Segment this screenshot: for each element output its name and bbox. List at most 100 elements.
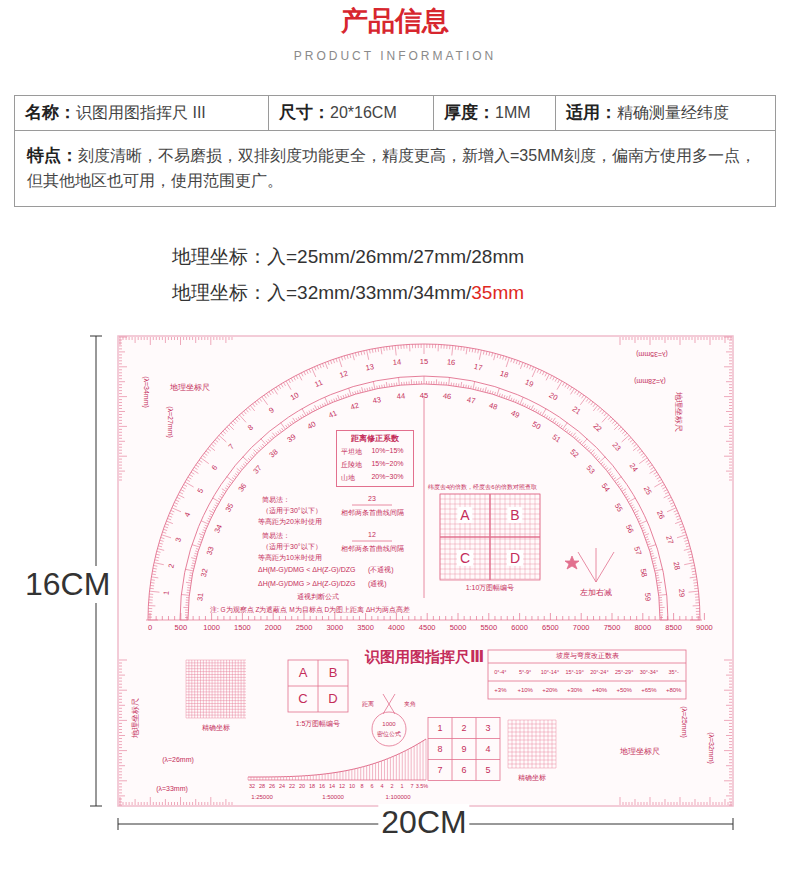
ruler-label: 4 (485, 744, 490, 754)
nine-grid-border (428, 718, 500, 781)
ruler-label: 距离 (362, 701, 374, 708)
scale-number: 8000 (634, 624, 651, 633)
scale-number: 3000 (326, 624, 343, 633)
angle-line (596, 552, 614, 582)
ruler-label: 1:10万图幅编号 (466, 584, 515, 592)
ruler-label: 2 (461, 723, 466, 733)
ruler-label: 12 (368, 531, 376, 539)
ruler-label: C (298, 692, 307, 707)
scale-number: 59 (642, 592, 651, 601)
ruler-label: 夹角 (404, 701, 416, 708)
sheet-number-grid (440, 494, 540, 579)
info-cell: 适用：精确测量经纬度 (555, 95, 776, 131)
angle-line (596, 548, 597, 582)
ruler-label: 24 (279, 783, 285, 789)
ruler-label: 26 (269, 783, 275, 789)
scale-number: 2000 (265, 624, 282, 633)
slope-curve (248, 739, 426, 777)
cell-heading: 名称： (25, 103, 76, 122)
ruler-label: 1000 (382, 721, 395, 728)
scale-number: 29 (676, 588, 685, 597)
ruler-label: 35mm (471, 282, 524, 304)
ruler-label: (λ=26mm) (162, 756, 194, 764)
scale-number: 47 (466, 396, 476, 406)
ruler-label: 6 (370, 783, 373, 789)
scale-number: 9000 (696, 624, 713, 633)
scale-number: 1 (163, 591, 172, 596)
scale-number: 1000 (203, 624, 220, 633)
ruler-label: 地理坐标尺 (620, 747, 660, 756)
ruler-label: 地理坐标尺 (673, 392, 682, 432)
ruler-label: PRODUCT INFORMATION (294, 50, 497, 64)
ruler-label: (λ=25mm) (680, 706, 688, 738)
ruler-label: (通视) (368, 580, 387, 588)
ruler-label: 相邻两条首曲线间隔 (341, 545, 404, 553)
ruler-label: 地理坐标尺 (170, 383, 210, 392)
scale-number: 500 (175, 624, 188, 633)
scale-number: 7000 (573, 624, 590, 633)
corner-scale (119, 337, 127, 480)
ruler-label: 等高距为10米时使用 (258, 554, 322, 562)
scale-number: 31 (196, 592, 205, 601)
ruler-label: 5°-9° (519, 669, 531, 675)
cell-heading: 适用： (566, 103, 617, 122)
cross-line (383, 694, 395, 714)
cell-heading: 距离修正系数 (341, 434, 409, 444)
ruler-label: 3.5% (416, 783, 429, 789)
scale-number: 5000 (450, 624, 467, 633)
slope-table-line (488, 681, 686, 682)
corner-scale (620, 337, 731, 345)
ruler-label: 地理坐标：入=32mm/33mm/34mm/ (172, 282, 471, 304)
ruler-label: 精确坐标 (518, 774, 546, 782)
cell-text: 20%~30% (371, 473, 409, 483)
ruler-label: +50% (616, 687, 632, 694)
ruler-label: (λ=35mm) (636, 350, 668, 358)
slope-table-border (488, 650, 686, 699)
ruler-label: 25°-29° (615, 669, 633, 675)
ruler-label: D (507, 550, 523, 566)
ruler-label: 20CM (378, 804, 469, 841)
cell-text: 1MM (495, 104, 531, 121)
scale-number: 45 (420, 392, 428, 401)
corner-scale (120, 337, 232, 345)
slope-curve-lines (248, 739, 426, 780)
sheet-box (288, 660, 348, 712)
ruler-body (118, 336, 733, 806)
ruler-label: 12 (339, 783, 345, 789)
map-grid-border (440, 494, 540, 580)
ruler-label: 28 (259, 783, 265, 789)
ruler-label: 10 (349, 783, 355, 789)
width-end (733, 818, 734, 830)
cell-text: 精确测量经纬度 (617, 104, 729, 121)
ruler-label: 22 (289, 783, 295, 789)
cell-heading: 厚度： (444, 103, 495, 122)
ruler-label: 地理坐标尺 (131, 698, 140, 738)
cell-heading: 尺寸： (279, 103, 330, 122)
ruler-label: +80% (666, 687, 682, 694)
ruler-label: 16CM (22, 566, 113, 603)
fine-coordinate-grid (186, 660, 246, 718)
page-title: 产品信息 (341, 6, 449, 37)
nine-grid-line (476, 718, 477, 781)
small-coordinate-grid (508, 720, 556, 768)
ruler-label: 2 (390, 783, 393, 789)
ruler-label: B (507, 507, 522, 523)
nine-grid-line (428, 759, 500, 760)
scale-number: 8500 (665, 624, 682, 633)
ruler-label: 通视判断公式 (297, 593, 339, 601)
scale-number: 44 (396, 392, 405, 401)
cell-heading: 特点： (27, 146, 78, 165)
ruler-label: 23 (368, 495, 376, 503)
corner-scale (119, 660, 127, 805)
ruler-label: 地理坐标：入=25mm/26mm/27mm/28mm (172, 246, 524, 268)
ruler-label: 5 (485, 765, 490, 775)
slope-table-line (488, 663, 686, 664)
ruler-label: D (328, 692, 337, 707)
ruler-label: C (457, 550, 473, 566)
scale-number: 4000 (388, 624, 405, 633)
ruler-label: +30% (567, 687, 583, 694)
center-line (424, 396, 425, 598)
cell-text: 10%~15% (371, 447, 409, 457)
ruler-label: 0°-4° (494, 669, 506, 675)
